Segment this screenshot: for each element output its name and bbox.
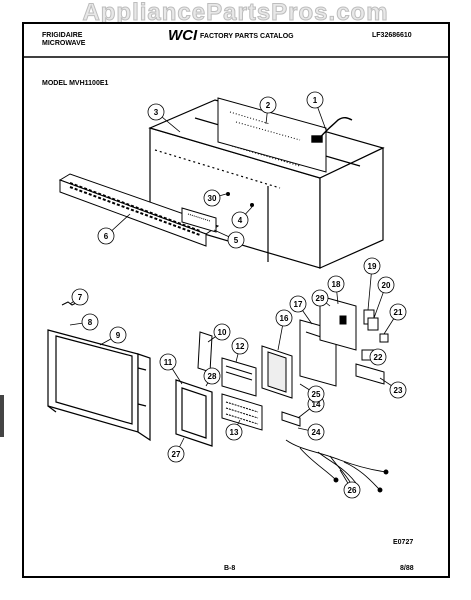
callout-circle-1 — [306, 91, 324, 109]
callout-label-18: 18 — [332, 280, 341, 289]
callout-circle-18 — [327, 275, 345, 293]
callout-circle-23 — [389, 381, 407, 399]
callout-circle-19 — [363, 257, 381, 275]
wire-harness — [285, 439, 389, 497]
callout-circle-3 — [147, 103, 165, 121]
callout-circle-22 — [369, 348, 387, 366]
callout-label-2: 2 — [266, 101, 271, 110]
callout-label-24: 24 — [312, 428, 321, 437]
callout-label-4: 4 — [238, 216, 243, 225]
model-number: MODEL MVH1100E1 — [42, 80, 109, 87]
callout-circle-8 — [81, 313, 99, 331]
callout-circle-27 — [167, 445, 185, 463]
callout-label-25: 25 — [312, 390, 321, 399]
callout-label-14: 14 — [312, 400, 321, 409]
callout-label-8: 8 — [88, 318, 93, 327]
interlock-switch-20 — [367, 317, 379, 331]
callout-circle-7 — [71, 288, 89, 306]
callout-circle-17 — [289, 295, 307, 313]
callout-label-7: 7 — [78, 293, 83, 302]
control-panel-overlay — [221, 357, 257, 397]
door-choke-frame — [175, 379, 213, 447]
watermark: AppliancePartsPros.com — [82, 0, 389, 26]
catalog-title: FACTORY PARTS CATALOG — [200, 33, 294, 40]
callout-circle-21 — [389, 303, 407, 321]
page-number: B-8 — [224, 565, 236, 572]
callout-label-5: 5 — [234, 236, 239, 245]
callout-circle-2 — [259, 96, 277, 114]
callout-circle-9 — [109, 326, 127, 344]
callout-label-16: 16 — [280, 314, 289, 323]
small-panel — [181, 207, 217, 233]
callout-label-3: 3 — [154, 108, 159, 117]
callout-label-19: 19 — [368, 262, 377, 271]
callout-label-10: 10 — [218, 328, 227, 337]
callout-circle-4 — [231, 211, 249, 229]
wci-logo: WCI — [168, 27, 198, 44]
callout-label-22: 22 — [374, 353, 383, 362]
callout-circle-13 — [225, 423, 243, 441]
print-date: 8/88 — [400, 565, 414, 572]
callout-label-12: 12 — [236, 342, 245, 351]
callout-circle-12 — [231, 337, 249, 355]
brand-line-2: MICROWAVE — [42, 40, 86, 47]
drawing-code: E0727 — [393, 539, 414, 546]
callout-label-21: 21 — [394, 308, 403, 317]
callout-label-28: 28 — [208, 372, 217, 381]
screw-4 — [250, 203, 254, 207]
keypad-panel — [221, 393, 263, 431]
callout-label-13: 13 — [230, 428, 239, 437]
callout-circle-25 — [307, 385, 325, 403]
callout-label-6: 6 — [104, 232, 109, 241]
callout-circle-16 — [275, 309, 293, 327]
callout-label-17: 17 — [294, 300, 303, 309]
callout-label-1: 1 — [313, 96, 318, 105]
scan-edge-mark — [0, 395, 4, 437]
callout-circle-5 — [227, 231, 245, 249]
callout-label-26: 26 — [348, 486, 357, 495]
control-board — [261, 345, 293, 399]
callout-circle-20 — [377, 276, 395, 294]
callout-circle-30 — [203, 189, 221, 207]
callout-circle-28 — [203, 367, 221, 385]
screw-30 — [226, 192, 230, 196]
callout-circle-29 — [311, 289, 329, 307]
callout-circle-26 — [343, 481, 361, 499]
callout-label-27: 27 — [172, 450, 181, 459]
callout-circle-10 — [213, 323, 231, 341]
callout-label-29: 29 — [316, 294, 325, 303]
switch-mount — [319, 295, 357, 351]
document-code: LF32686610 — [372, 32, 412, 39]
callout-label-20: 20 — [382, 281, 391, 290]
callout-label-23: 23 — [394, 386, 403, 395]
callout-label-9: 9 — [116, 331, 121, 340]
door-assembly — [47, 329, 151, 442]
callout-circle-11 — [159, 353, 177, 371]
hinge-bracket — [197, 331, 213, 373]
plate-23 — [355, 363, 385, 385]
callout-circle-24 — [307, 423, 325, 441]
switch-21 — [379, 333, 389, 343]
front-vent-grille — [58, 173, 220, 247]
back-plate — [217, 97, 327, 173]
power-cord — [311, 117, 353, 143]
connector-14 — [281, 411, 301, 427]
brand-line-1: FRIGIDAIRE — [42, 32, 83, 39]
callout-label-11: 11 — [164, 358, 173, 367]
callout-circle-6 — [97, 227, 115, 245]
callout-label-30: 30 — [208, 194, 217, 203]
